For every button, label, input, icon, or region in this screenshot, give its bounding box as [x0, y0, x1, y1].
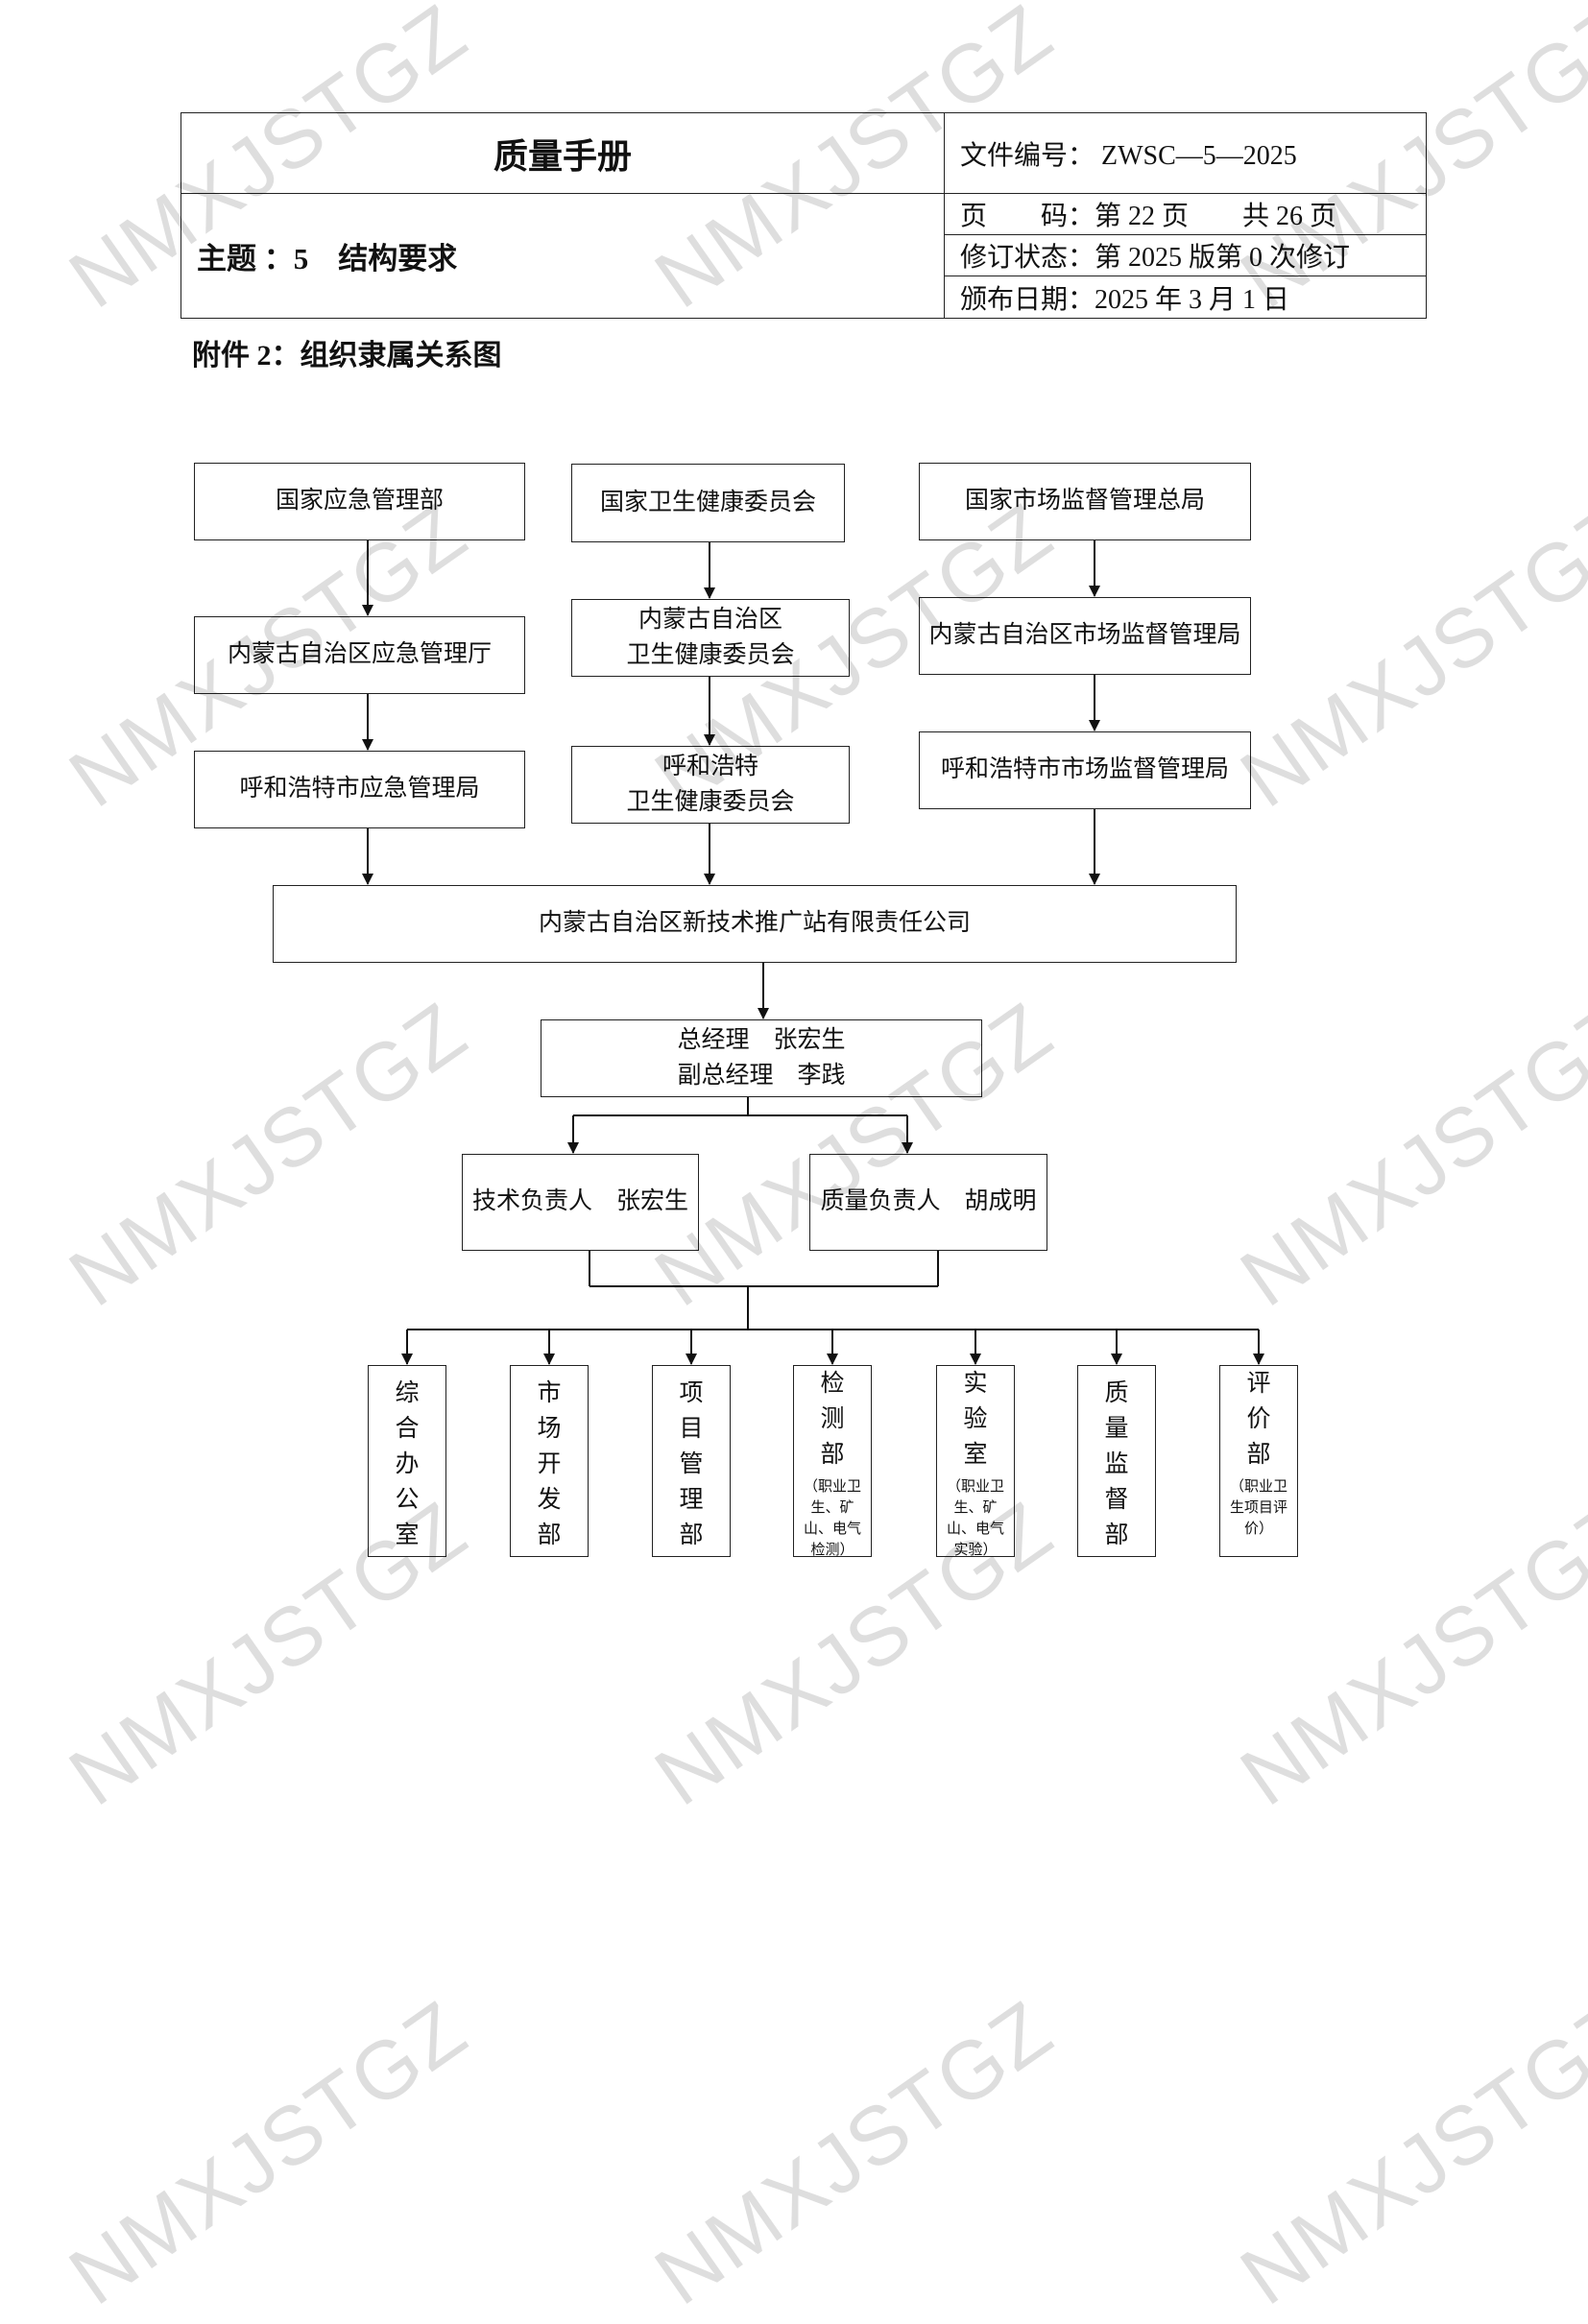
- department-char: 室: [395, 1522, 420, 1548]
- department-char: 价: [1246, 1406, 1271, 1432]
- node-department-7: 评价部 （职业卫生项目评价）: [1219, 1365, 1298, 1557]
- department-char: 部: [1104, 1522, 1129, 1548]
- node-national-market: 国家市场监督管理总局: [919, 463, 1251, 540]
- department-char: 督: [1104, 1487, 1129, 1513]
- node-region-emergency: 内蒙古自治区应急管理厅: [194, 616, 525, 694]
- department-char: 合: [395, 1416, 420, 1442]
- department-char: 量: [1104, 1416, 1129, 1442]
- node-tech-lead: 技术负责人 张宏生: [462, 1154, 699, 1251]
- department-note: （职业卫生项目评价）: [1229, 1479, 1287, 1537]
- department-char: 质: [1104, 1380, 1129, 1406]
- node-management: 总经理 张宏生 副总经理 李践: [541, 1019, 982, 1097]
- node-region-market: 内蒙古自治区市场监督管理局: [919, 597, 1251, 675]
- department-char: 部: [679, 1522, 704, 1548]
- department-char: 监: [1104, 1451, 1129, 1477]
- document-header: 质量手册 文件编号： ZWSC—5—2025 主题 ：5 结构要求 页 码：第 …: [180, 112, 1427, 319]
- node-national-health: 国家卫生健康委员会: [571, 464, 845, 542]
- department-char: 公: [395, 1487, 420, 1513]
- node-quality-lead: 质量负责人 胡成明: [809, 1154, 1047, 1251]
- node-city-health: 呼和浩特 卫生健康委员会: [571, 746, 850, 824]
- department-char: 测: [820, 1406, 845, 1432]
- document-title: 质量手册: [180, 112, 945, 194]
- department-char: 项: [679, 1380, 704, 1406]
- department-char: 目: [679, 1416, 704, 1442]
- department-char: 部: [537, 1522, 562, 1548]
- node-company: 内蒙古自治区新技术推广站有限责任公司: [273, 885, 1237, 963]
- department-char: 理: [679, 1487, 704, 1513]
- node-city-emergency: 呼和浩特市应急管理局: [194, 751, 525, 828]
- document-number: 文件编号： ZWSC—5—2025: [944, 112, 1427, 194]
- department-char: 市: [537, 1380, 562, 1406]
- department-char: 检: [820, 1371, 845, 1397]
- department-char: 评: [1246, 1371, 1271, 1397]
- department-char: 开: [537, 1451, 562, 1477]
- node-department-5: 实验室 （职业卫生、矿山、电气实验）: [936, 1365, 1015, 1558]
- department-char: 部: [1246, 1442, 1271, 1468]
- department-char: 综: [395, 1380, 420, 1406]
- node-department-1: 综合办公室: [368, 1365, 446, 1557]
- department-note: （职业卫生、矿山、电气检测）: [803, 1479, 861, 1558]
- org-chart: 国家应急管理部 国家卫生健康委员会 国家市场监督管理总局 内蒙古自治区应急管理厅…: [194, 463, 1298, 1558]
- department-char: 办: [395, 1451, 420, 1477]
- node-region-health: 内蒙古自治区 卫生健康委员会: [571, 599, 850, 677]
- department-char: 验: [963, 1406, 988, 1432]
- department-char: 场: [537, 1416, 562, 1442]
- node-department-3: 项目管理部: [652, 1365, 731, 1557]
- node-city-market: 呼和浩特市市场监督管理局: [919, 731, 1251, 809]
- department-char: 实: [963, 1371, 988, 1397]
- node-department-2: 市场开发部: [510, 1365, 589, 1557]
- department-char: 管: [679, 1451, 704, 1477]
- issue-date: 颁布日期：2025 年 3 月 1 日: [944, 276, 1427, 319]
- node-department-4: 检测部 （职业卫生、矿山、电气检测）: [793, 1365, 872, 1558]
- department-char: 室: [963, 1442, 988, 1468]
- node-department-6: 质量监督部: [1077, 1365, 1156, 1557]
- department-note: （职业卫生、矿山、电气实验）: [946, 1479, 1004, 1558]
- department-char: 发: [537, 1487, 562, 1513]
- department-char: 部: [820, 1442, 845, 1468]
- document-subject: 主题 ：5 结构要求: [180, 193, 945, 319]
- annex-title: 附件 2：组织隶属关系图: [192, 340, 502, 371]
- org-chart-connectors: [362, 540, 1264, 1365]
- node-national-emergency: 国家应急管理部: [194, 463, 525, 540]
